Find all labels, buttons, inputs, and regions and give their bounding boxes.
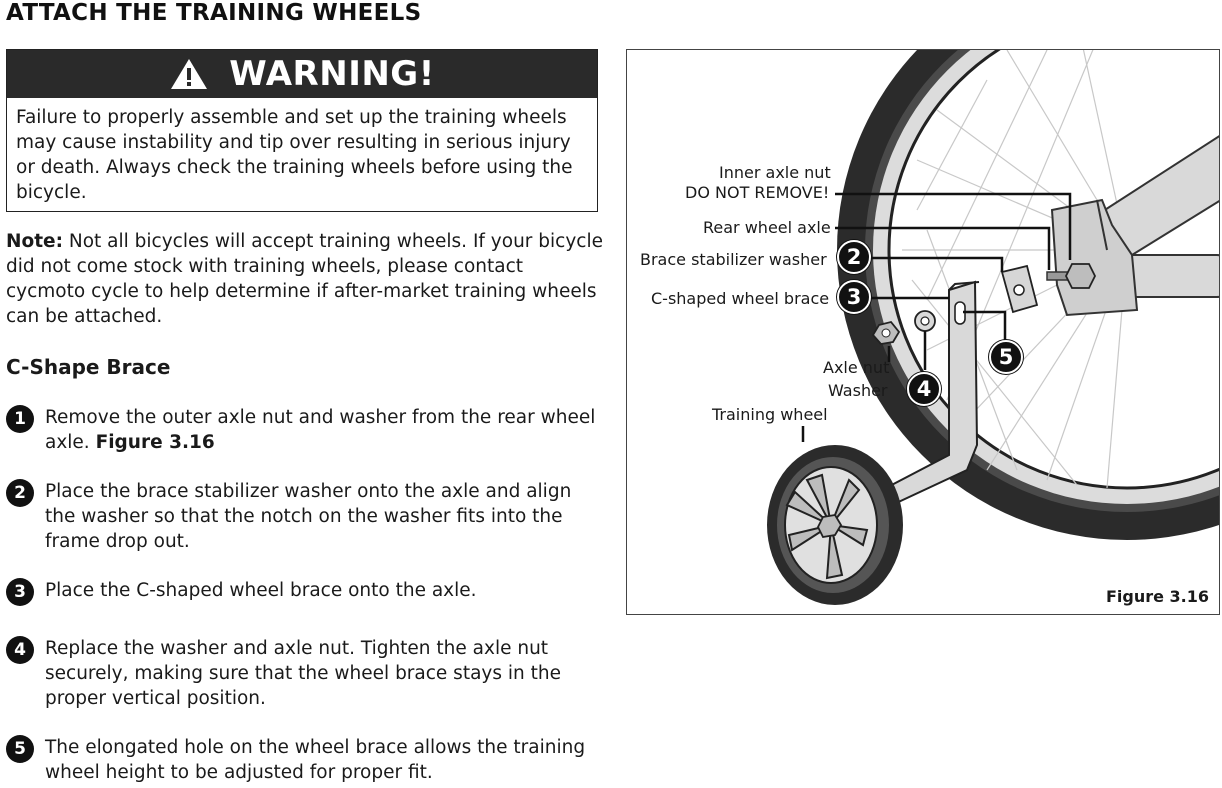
callout-4: 4 [907,372,941,406]
label-c-shaped-wheel-brace: C-shaped wheel brace [651,289,830,308]
step-number: 3 [6,578,34,606]
brace-stabilizer-washer [1000,264,1039,314]
step-text: Replace the washer and axle nut. Tighten… [45,638,561,709]
section-title: C-Shape Brace [6,355,171,379]
figure-3-16: Inner axle nut DO NOT REMOVE! Rear wheel… [626,49,1220,615]
step-3: 3 Place the C-shaped wheel brace onto th… [6,578,606,606]
c-shaped-wheel-brace [880,280,980,507]
step-text: The elongated hole on the wheel brace al… [45,737,586,783]
training-wheel [767,445,903,605]
warning-header: WARNING! [7,50,597,98]
figure-caption: Figure 3.16 [1105,587,1209,606]
figure-reference: Figure 3.16 [95,432,215,453]
step-1: 1 Remove the outer axle nut and washer f… [6,405,606,455]
step-text: Place the brace stabilizer washer onto t… [45,481,572,552]
callout-3: 3 [837,280,871,314]
warning-box: WARNING! Failure to properly assemble an… [6,49,598,212]
label-do-not-remove: DO NOT REMOVE! [685,183,830,202]
step-number: 4 [6,636,34,664]
note-paragraph: Note: Not all bicycles will accept train… [6,229,606,329]
step-number: 5 [6,735,34,763]
rear-axle [1046,263,1097,289]
callout-5: 5 [989,340,1023,374]
callout-2: 2 [837,240,871,274]
step-number: 1 [6,405,34,433]
step-number: 2 [6,479,34,507]
step-2: 2 Place the brace stabilizer washer onto… [6,479,606,554]
step-text: Place the C-shaped wheel brace onto the … [45,580,477,601]
label-inner-axle-nut: Inner axle nut [719,163,831,182]
step-text: Remove the outer axle nut and washer fro… [45,407,596,453]
note-label: Note: [6,231,63,252]
leader-lines [801,192,1072,442]
step-5: 5 The elongated hole on the wheel brace … [6,735,606,785]
label-rear-wheel-axle: Rear wheel axle [703,218,831,237]
note-text: Not all bicycles will accept training wh… [6,231,603,327]
label-training-wheel: Training wheel [712,405,828,424]
warning-triangle-icon [171,59,208,89]
outer-washer [914,310,936,332]
warning-body: Failure to properly assemble and set up … [16,107,573,203]
page-title: ATTACH THE TRAINING WHEELS [6,0,422,26]
outer-axle-nut [871,320,901,345]
label-brace-stabilizer-washer: Brace stabilizer washer [640,250,827,269]
step-4: 4 Replace the washer and axle nut. Tight… [6,636,606,711]
bicycle-illustration [767,50,1219,605]
label-washer: Washer [828,381,888,400]
warning-heading: WARNING! [229,54,435,94]
label-axle-nut: Axle nut [823,358,890,377]
